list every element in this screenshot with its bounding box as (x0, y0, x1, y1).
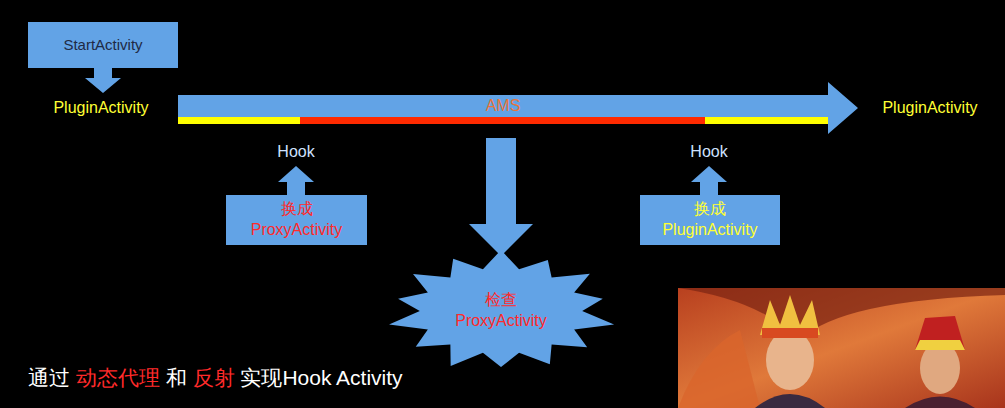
burst-body (389, 250, 614, 367)
node-text: AMS (178, 95, 828, 117)
node-text: 换成 PluginActivity (652, 199, 768, 241)
timeline-strip (300, 117, 705, 124)
caption-part (331, 366, 336, 389)
caption-part (235, 366, 241, 389)
caption-part (70, 366, 76, 389)
check-burst: 检查 ProxyActivity (385, 250, 617, 372)
caption: 通过 动态代理 和 反射 实现Hook Activity (28, 364, 403, 392)
class-label: PluginActivity (53, 99, 148, 117)
flow-arrow: AMS (178, 82, 858, 134)
hook-label: Hook (690, 143, 727, 161)
class-label: PluginActivity (882, 99, 977, 117)
down-arrow (85, 68, 121, 93)
node-text: 换成 ProxyActivity (241, 199, 353, 241)
caption-part: 实现Hook (240, 366, 331, 389)
block-arrow (469, 138, 533, 256)
up-arrow (278, 166, 314, 195)
arrow-body (178, 82, 858, 134)
process-box: 换成 PluginActivity (640, 195, 780, 245)
caption-part: 和 (166, 366, 187, 389)
caption-part: 通过 (28, 366, 70, 389)
caption-part (187, 366, 193, 389)
caption-part: Activity (336, 366, 403, 389)
caption-part: 动态代理 (76, 366, 160, 389)
process-box: StartActivity (28, 22, 178, 68)
timeline-strip (178, 117, 300, 124)
burst-shape (385, 250, 617, 372)
process-box: 换成 ProxyActivity (226, 195, 367, 245)
hook-label: Hook (277, 143, 314, 161)
caption-part: 反射 (193, 366, 235, 389)
video-photo (678, 288, 1005, 408)
timeline-strip (705, 117, 828, 124)
node-text: 检查 ProxyActivity (445, 290, 557, 332)
up-arrow (691, 166, 727, 195)
node-text: StartActivity (63, 35, 142, 55)
caption-part (160, 366, 166, 389)
